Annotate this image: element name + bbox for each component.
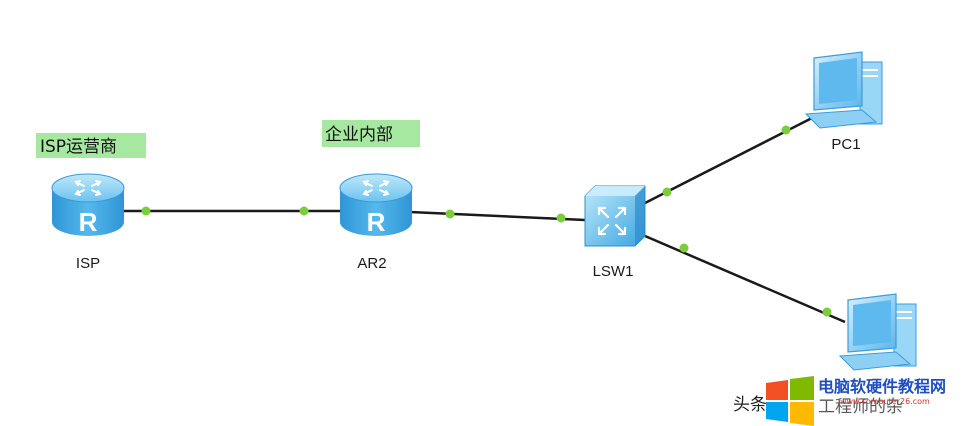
watermark-brand: 电脑软硬件教程网 [818,377,946,396]
port-dot[interactable] [556,213,566,223]
port-dot[interactable] [445,209,455,219]
router-icon: R [51,173,125,237]
pc-icon [838,293,917,371]
port-dot[interactable] [822,307,832,317]
enterprise-note[interactable]: 企业内部 [322,120,420,147]
link-ar2-lsw1[interactable] [409,210,586,222]
watermark-overlay-text: 工程师的杂 [818,397,903,417]
device-label-lsw1: LSW1 [593,263,634,280]
router-ar2[interactable]: R [339,173,413,237]
port-dot[interactable] [299,206,309,216]
svg-text:R: R [79,207,98,237]
windows-logo-icon [766,376,814,426]
enterprise-note-text: 企业内部 [325,125,393,145]
device-label-ar2: AR2 [357,255,386,272]
svg-text:R: R [367,207,386,237]
isp-note-text: ISP运营商 [40,137,117,157]
switch-lsw1[interactable] [584,185,646,247]
port-dot[interactable] [662,187,672,197]
port-dots [141,125,832,317]
device-label-pc1: PC1 [831,136,860,153]
switch-icon [584,185,646,247]
device-label-isp: ISP [76,255,100,272]
router-icon: R [339,173,413,237]
port-dot[interactable] [141,206,151,216]
port-dot[interactable] [679,243,689,253]
watermark: 头条 工程师的杂 电脑软硬件教程网 www.computer26.com [733,376,946,426]
router-isp[interactable]: R [51,173,125,237]
pc-pc2[interactable] [838,293,917,371]
port-dot[interactable] [781,125,791,135]
links [118,116,846,324]
pc-icon [804,51,883,129]
link-lsw1-pc2[interactable] [644,234,846,324]
isp-note[interactable]: ISP运营商 [36,133,146,158]
watermark-left-text: 头条 [733,395,767,415]
pc-pc1[interactable] [804,51,883,129]
watermark-site: www.computer26.com [840,397,930,406]
